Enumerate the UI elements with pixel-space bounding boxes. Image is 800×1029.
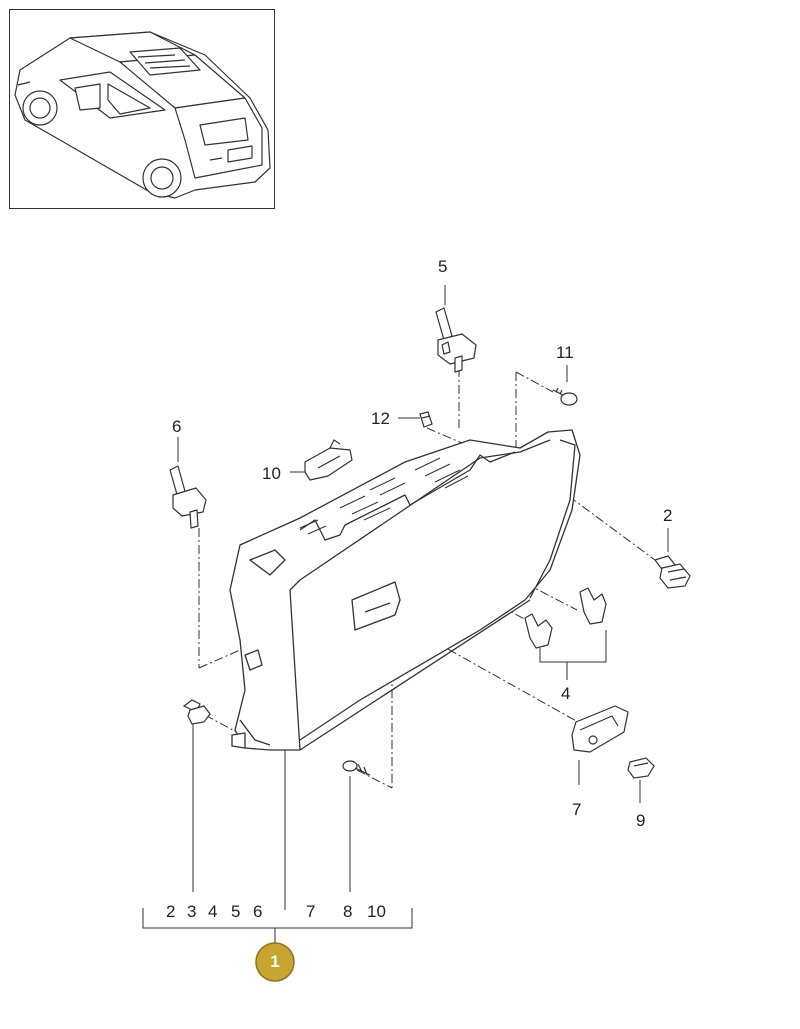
part-12-clip <box>419 411 433 428</box>
group-number: 3 <box>187 902 197 921</box>
callout-2: 2 <box>663 506 673 525</box>
part-5-latch <box>435 307 477 373</box>
group-number: 2 <box>166 902 176 921</box>
assembly-badge[interactable]: 1 <box>270 952 280 971</box>
callout-12: 12 <box>371 409 390 428</box>
vehicle-thumbnail <box>14 31 271 199</box>
glovebox-ribs <box>299 457 469 535</box>
callout-9: 9 <box>636 811 646 830</box>
part-2-sensor <box>654 555 691 589</box>
callout-lines <box>142 285 669 945</box>
part-8-screw <box>342 760 371 776</box>
callout-4: 4 <box>561 684 571 703</box>
callout-5: 5 <box>438 257 448 276</box>
group-number: 7 <box>306 902 316 921</box>
glovebox-body <box>229 429 581 751</box>
part-6-latch <box>169 465 207 529</box>
group-number: 4 <box>208 902 218 921</box>
callout-11: 11 <box>556 343 574 362</box>
part-11-screw <box>552 387 578 406</box>
part-7-handle <box>571 705 629 753</box>
group-number: 10 <box>367 902 386 921</box>
part-10-bracket <box>304 439 353 481</box>
group-number: 6 <box>253 902 263 921</box>
callout-7: 7 <box>572 800 582 819</box>
callout-6: 6 <box>172 417 182 436</box>
group-number: 8 <box>343 902 353 921</box>
callout-10: 10 <box>262 464 281 483</box>
assembly-badge-circle <box>255 942 295 982</box>
group-number: 5 <box>231 902 241 921</box>
part-9-pin <box>627 757 655 779</box>
part-4-clips <box>524 587 607 649</box>
part-3-clip <box>182 699 211 725</box>
